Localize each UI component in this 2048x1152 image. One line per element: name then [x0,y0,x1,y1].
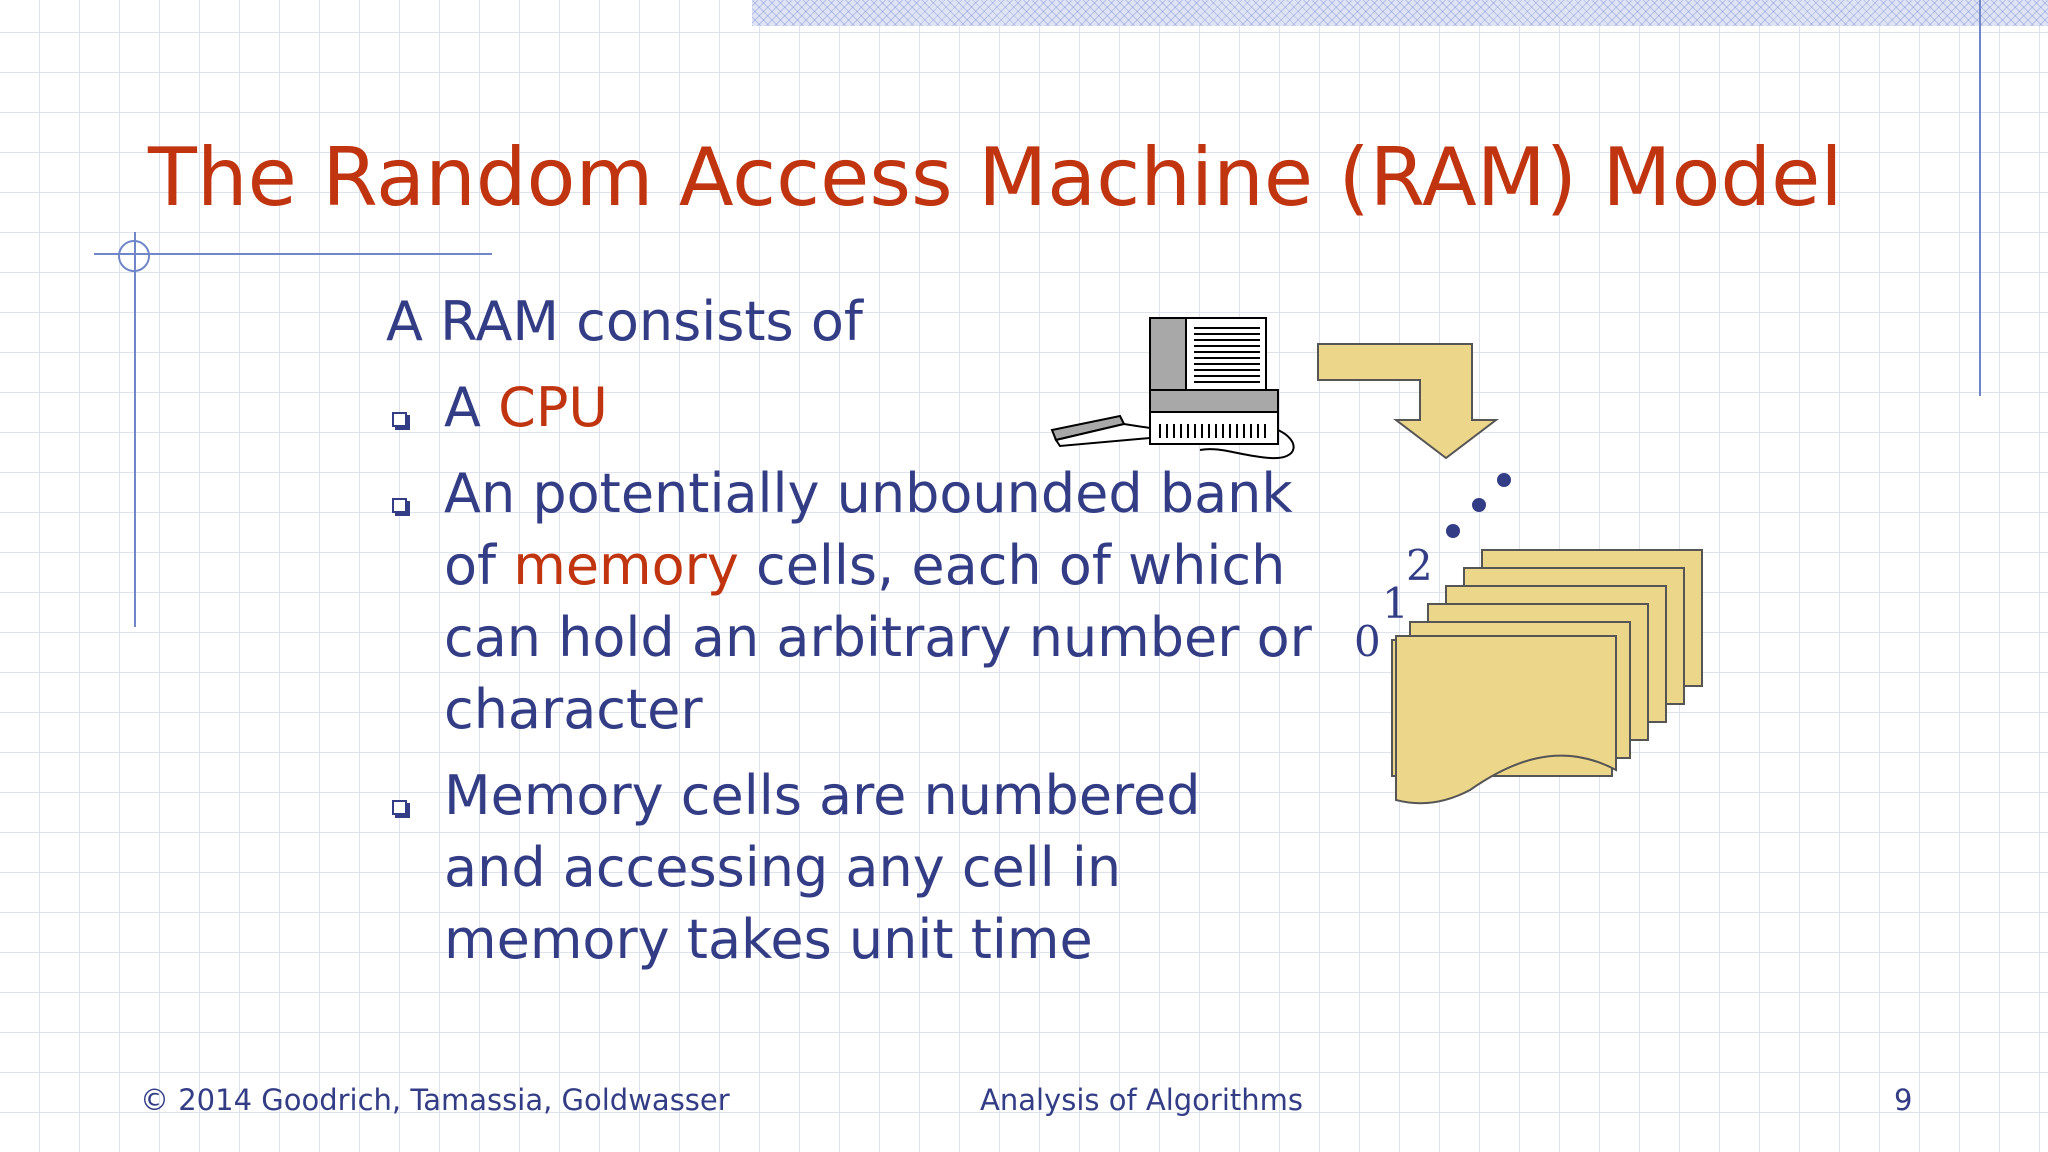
right-vertical-rule [1979,0,1981,396]
ellipsis-dot [1446,524,1460,538]
computer-icon [1050,317,1295,460]
bullet-highlight-memory: memory [513,534,739,597]
bullet-item-cpu: A CPU [386,372,1316,444]
slide-content: A RAM consists of A CPU An potentially u… [386,286,1316,990]
bullet-item-memory-bank: An potentially unbounded bank of memory … [386,458,1316,746]
left-vertical-rule [134,232,136,627]
ram-figure: 2 1 0 [1050,317,1703,805]
memory-stack-icon [1391,549,1703,805]
ellipsis-dot [1472,498,1486,512]
ellipsis-dot [1497,473,1511,487]
title-underline-rule [94,253,492,255]
intro-line: A RAM consists of [386,290,863,353]
down-arrow-icon [1317,343,1499,460]
bullet-highlight-cpu: CPU [498,376,608,439]
bullet-item-unit-time: Memory cells are numbered and accessing … [386,760,1316,976]
bullet-text-after: cells, each of which can hold an arbitra… [444,534,1312,741]
memory-cell [1395,635,1617,805]
crosshair-icon [118,240,150,272]
top-pattern-strip [752,0,2048,26]
cell-label-2: 2 [1406,541,1433,590]
footer-page-number: 9 [1894,1083,1913,1117]
footer-title: Analysis of Algorithms [980,1083,1304,1117]
bullet-text: Memory cells are numbered and accessing … [444,764,1201,971]
footer-copyright: © 2014 Goodrich, Tamassia, Goldwasser [140,1083,730,1117]
square-bullet-icon [392,498,407,513]
bullet-text-before: A [444,376,499,439]
square-bullet-icon [392,412,407,427]
cell-label-1: 1 [1382,579,1409,628]
bullet-text-before: An potentially unbounded bank of [444,462,1293,597]
square-bullet-icon [392,800,407,815]
slide-title: The Random Access Machine (RAM) Model [148,131,1843,224]
cell-label-0: 0 [1354,617,1381,666]
